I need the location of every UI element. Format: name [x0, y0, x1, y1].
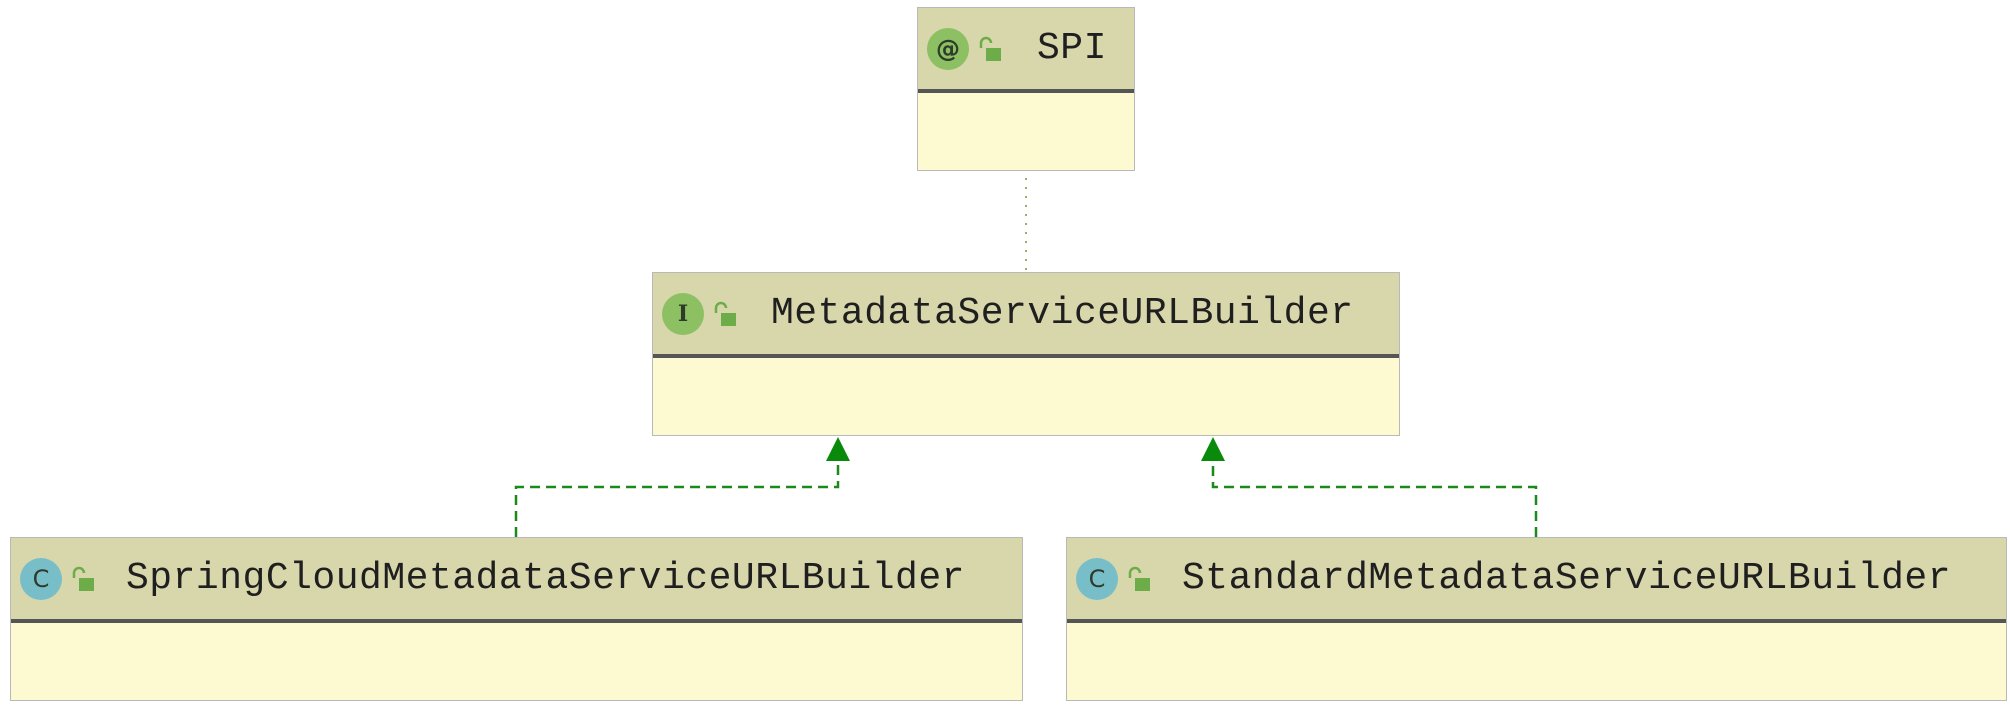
class-name: SpringCloudMetadataServiceURLBuilder: [126, 557, 965, 600]
class-node-header: I MetadataServiceURLBuilder: [653, 273, 1399, 358]
annotation-icon: @: [927, 27, 969, 70]
public-lock-icon: [72, 566, 94, 591]
class-node-header: C SpringCloudMetadataServiceURLBuilder: [11, 538, 1022, 623]
public-lock-icon: [979, 36, 1001, 61]
class-node-standardmetadataserviceurlbuilder[interactable]: C StandardMetadataServiceURLBuilder: [1066, 537, 2007, 701]
implements-edge-standard: [1211, 459, 1538, 537]
class-node-header: @ SPI: [918, 8, 1134, 93]
class-node-header: C StandardMetadataServiceURLBuilder: [1067, 538, 2006, 623]
class-icon: C: [1076, 557, 1118, 600]
implements-arrowhead-springcloud: [826, 437, 850, 461]
class-node-springcloudmetadataserviceurlbuilder[interactable]: C SpringCloudMetadataServiceURLBuilder: [10, 537, 1023, 701]
class-name: MetadataServiceURLBuilder: [771, 292, 1354, 335]
class-name: SPI: [1037, 27, 1107, 70]
class-node-spi[interactable]: @ SPI: [917, 7, 1135, 171]
public-lock-icon: [1128, 566, 1150, 591]
implements-arrowhead-standard: [1201, 437, 1225, 461]
class-node-metadataserviceurlbuilder[interactable]: I MetadataServiceURLBuilder: [652, 272, 1400, 436]
interface-icon: I: [662, 292, 704, 335]
implements-edge-springcloud: [514, 459, 840, 537]
class-icon: C: [20, 557, 62, 600]
public-lock-icon: [714, 301, 736, 326]
class-name: StandardMetadataServiceURLBuilder: [1182, 557, 1952, 600]
